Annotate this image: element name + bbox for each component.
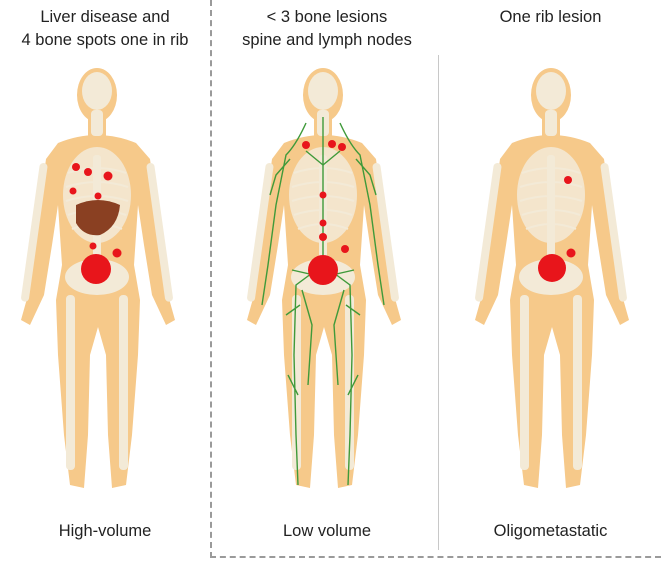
panel-low-volume: < 3 bone lesions spine and lymph nodes: [216, 0, 438, 564]
title-line: 4 bone spots one in rib: [0, 29, 210, 52]
panel-label: Low volume: [216, 522, 438, 541]
dashed-divider-vertical: [210, 0, 212, 558]
title-line: < 3 bone lesions: [216, 6, 438, 29]
panel-label: Oligometastatic: [440, 522, 661, 541]
body-figure: [440, 55, 661, 505]
panel-title: One rib lesion: [440, 6, 661, 29]
body-figure: [216, 55, 438, 505]
panel-title: Liver disease and 4 bone spots one in ri…: [0, 6, 210, 52]
body-figure: [0, 55, 210, 505]
panel-label: High-volume: [0, 522, 210, 541]
panel-high-volume: Liver disease and 4 bone spots one in ri…: [0, 0, 210, 564]
title-line: spine and lymph nodes: [216, 29, 438, 52]
solid-divider: [438, 55, 439, 550]
panel-oligometastatic: One rib lesion: [440, 0, 661, 564]
title-line: One rib lesion: [440, 6, 661, 29]
panel-title: < 3 bone lesions spine and lymph nodes: [216, 6, 438, 52]
title-line: Liver disease and: [0, 6, 210, 29]
